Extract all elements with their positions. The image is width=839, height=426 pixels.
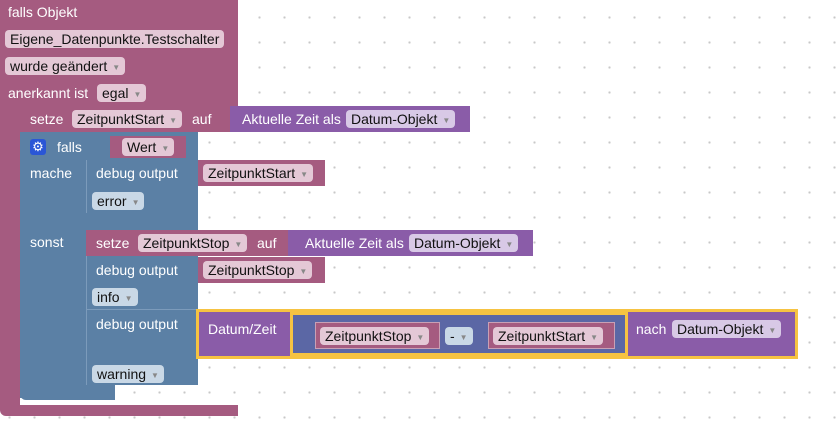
condition-dropdown[interactable]: Wert ▼ [122, 138, 175, 156]
dropdown-arrow-icon: ▼ [505, 240, 514, 249]
trigger-text: wurde geändert [10, 58, 108, 74]
condition-text: Wert [127, 139, 157, 155]
else-label: sonst [30, 234, 64, 250]
variable-name: ZeitpunktStop [143, 235, 230, 251]
dropdown-arrow-icon: ▼ [768, 326, 777, 335]
format-text: Datum-Objekt [677, 321, 764, 337]
log-level: warning [97, 366, 147, 382]
event-title: falls Objekt [8, 4, 78, 20]
log-level: error [97, 193, 127, 209]
time-format-dropdown[interactable]: Datum-Objekt ▼ [672, 320, 782, 338]
ack-label: anerkannt ist [8, 85, 89, 101]
current-time-label: Aktuelle Zeit als [305, 235, 404, 251]
set-label: setze [96, 235, 130, 251]
time-format-dropdown[interactable]: Datum-Objekt ▼ [346, 110, 456, 128]
dropdown-arrow-icon: ▼ [161, 144, 170, 153]
dropdown-arrow-icon: ▼ [300, 170, 309, 179]
format-text: Datum-Objekt [414, 235, 501, 251]
variable-dropdown[interactable]: ZeitpunktStop ▼ [320, 327, 430, 345]
if-block-mid-bar [20, 213, 198, 230]
log-level-dropdown[interactable]: warning ▼ [92, 365, 164, 383]
ack-dropdown[interactable]: egal ▼ [97, 84, 147, 102]
operator-dropdown[interactable]: -▼ [445, 327, 473, 345]
dropdown-arrow-icon: ▼ [124, 294, 133, 303]
dropdown-arrow-icon: ▼ [299, 267, 308, 276]
operator-text: - [450, 328, 455, 344]
set-label: setze [30, 111, 64, 127]
event-block-bottom [0, 405, 238, 416]
to-format-label: nach [636, 321, 667, 337]
dropdown-arrow-icon: ▼ [131, 198, 140, 207]
if-label: falls [57, 139, 82, 155]
log-level: info [97, 289, 120, 305]
dropdown-arrow-icon: ▼ [234, 240, 243, 249]
do-label: mache [30, 165, 73, 181]
dropdown-arrow-icon: ▼ [459, 333, 468, 342]
dropdown-arrow-icon: ▼ [151, 371, 159, 380]
variable-name: ZeitpunktStop [208, 262, 295, 278]
time-format-dropdown[interactable]: Datum-Objekt ▼ [409, 234, 519, 252]
dropdown-arrow-icon: ▼ [590, 333, 599, 342]
object-id-text: Eigene_Datenpunkte.Testschalter [10, 31, 220, 47]
debug-label: debug output [96, 165, 178, 181]
variable-name: ZeitpunktStop [325, 328, 412, 344]
object-id-field[interactable]: Eigene_Datenpunkte.Testschalter [5, 30, 225, 48]
variable-dropdown[interactable]: ZeitpunktStop ▼ [203, 261, 313, 279]
debug-label: debug output [96, 316, 178, 332]
variable-dropdown[interactable]: ZeitpunktStart ▼ [493, 327, 604, 345]
ack-value: egal [102, 85, 129, 101]
variable-dropdown[interactable]: ZeitpunktStart ▼ [203, 164, 314, 182]
dropdown-arrow-icon: ▼ [112, 63, 121, 72]
dropdown-arrow-icon: ▼ [442, 116, 451, 125]
dropdown-arrow-icon: ▼ [133, 90, 142, 99]
variable-name: ZeitpunktStart [208, 165, 296, 181]
event-block-left-bar [0, 100, 20, 410]
to-label: auf [257, 235, 277, 251]
to-label: auf [192, 111, 212, 127]
format-text: Datum-Objekt [351, 111, 438, 127]
trigger-dropdown[interactable]: wurde geändert ▼ [5, 57, 126, 75]
gear-icon[interactable]: ⚙ [30, 139, 46, 155]
dropdown-arrow-icon: ▼ [416, 333, 425, 342]
variable-dropdown[interactable]: ZeitpunktStart ▼ [72, 110, 183, 128]
if-block-left-column [20, 158, 86, 398]
debug-label: debug output [96, 262, 178, 278]
variable-name: ZeitpunktStart [77, 111, 165, 127]
datetime-label: Datum/Zeit [208, 321, 277, 337]
variable-name: ZeitpunktStart [498, 328, 586, 344]
current-time-label: Aktuelle Zeit als [242, 111, 341, 127]
log-level-dropdown[interactable]: error ▼ [92, 192, 145, 210]
dropdown-arrow-icon: ▼ [169, 116, 178, 125]
variable-dropdown[interactable]: ZeitpunktStop ▼ [138, 234, 248, 252]
log-level-dropdown[interactable]: info ▼ [92, 288, 138, 306]
if-block-bottom [20, 385, 115, 400]
